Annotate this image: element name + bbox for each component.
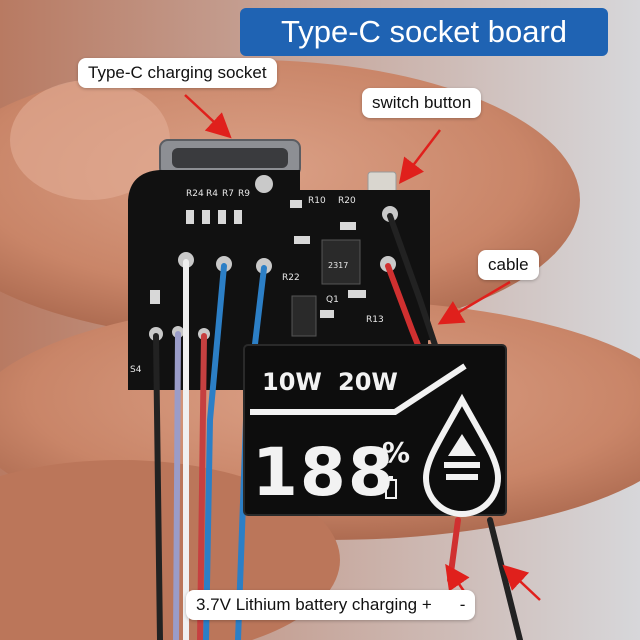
- display-20w: 20W: [338, 368, 398, 396]
- display-10w: 10W: [262, 368, 322, 396]
- silk-r20: R20: [338, 196, 356, 206]
- silk-r24: R24: [186, 189, 204, 199]
- ic-chip-2: [291, 295, 317, 337]
- display-percent: %: [382, 436, 410, 469]
- display-digits: 188: [252, 434, 396, 511]
- silk-r7: R7: [222, 189, 234, 199]
- silk-r22: R22: [282, 273, 300, 283]
- usb-c-port-opening: [172, 148, 288, 168]
- label-battery-text: 3.7V Lithium battery charging +: [196, 595, 432, 614]
- ic-chip: [321, 239, 361, 285]
- battery-small-icon: [385, 476, 397, 499]
- label-battery-charging: 3.7V Lithium battery charging + -: [186, 590, 476, 620]
- title-banner: Type-C socket board: [240, 8, 608, 56]
- silk-r4: R4: [206, 189, 218, 199]
- label-cable: cable: [478, 250, 539, 280]
- display-power-bar: [250, 363, 467, 415]
- silk-r13: R13: [366, 315, 384, 325]
- lcd-display: [243, 344, 507, 516]
- droplet-icon: [422, 393, 502, 517]
- nail-highlight: [10, 80, 170, 200]
- label-switch-button: switch button: [362, 88, 482, 118]
- silk-q1: Q1: [326, 295, 339, 305]
- label-battery-minus: -: [459, 595, 466, 614]
- silk-r10: R10: [308, 196, 326, 206]
- silk-chip: 2317: [328, 261, 348, 270]
- smd-components: [150, 200, 366, 318]
- silk-s4: S4: [130, 365, 142, 375]
- label-type-c-socket: Type-C charging socket: [78, 58, 277, 88]
- silk-r9: R9: [238, 189, 250, 199]
